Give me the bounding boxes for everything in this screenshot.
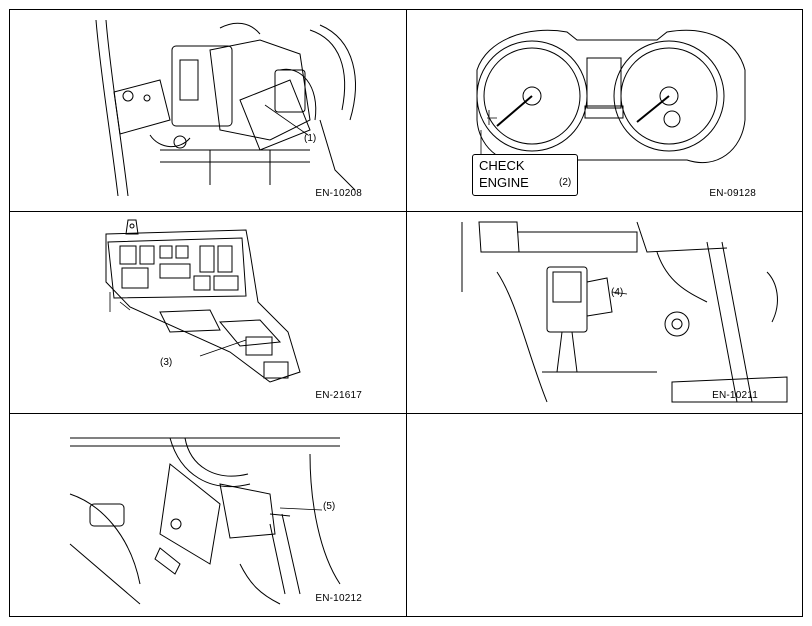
figure-code-1: EN-10208 xyxy=(315,188,362,199)
connector-location-illustration xyxy=(10,414,407,616)
panel-2: CHECK ENGINE (2) EN-09128 xyxy=(407,10,802,212)
engine-ecm-illustration xyxy=(10,10,407,212)
panel-3: (3) EN-21617 xyxy=(10,212,407,414)
figure-code-2: EN-09128 xyxy=(709,188,756,199)
callout-4: (4) xyxy=(611,287,624,298)
panel-4: (4) EN-10211 xyxy=(407,212,802,414)
figure-code-3: EN-21617 xyxy=(315,390,362,401)
fuse-box-illustration xyxy=(10,212,407,414)
figure-code-4: EN-10211 xyxy=(712,390,758,401)
callout-1: (1) xyxy=(304,133,317,144)
panel-5: (5) EN-10212 xyxy=(10,414,407,616)
check-engine-label-box: CHECK ENGINE (2) xyxy=(472,154,578,196)
check-engine-line-1: CHECK xyxy=(479,158,525,173)
panel-6-empty xyxy=(407,414,802,616)
data-link-connector-illustration xyxy=(407,212,802,414)
callout-3: (3) xyxy=(160,357,173,368)
callout-5: (5) xyxy=(323,501,336,512)
figure-code-5: EN-10212 xyxy=(315,593,362,604)
callout-2: (2) xyxy=(559,177,572,188)
instrument-cluster-illustration xyxy=(407,10,802,212)
figure-grid xyxy=(9,9,803,617)
panel-1: (1) EN-10208 xyxy=(10,10,407,212)
check-engine-line-2: ENGINE xyxy=(479,175,529,190)
